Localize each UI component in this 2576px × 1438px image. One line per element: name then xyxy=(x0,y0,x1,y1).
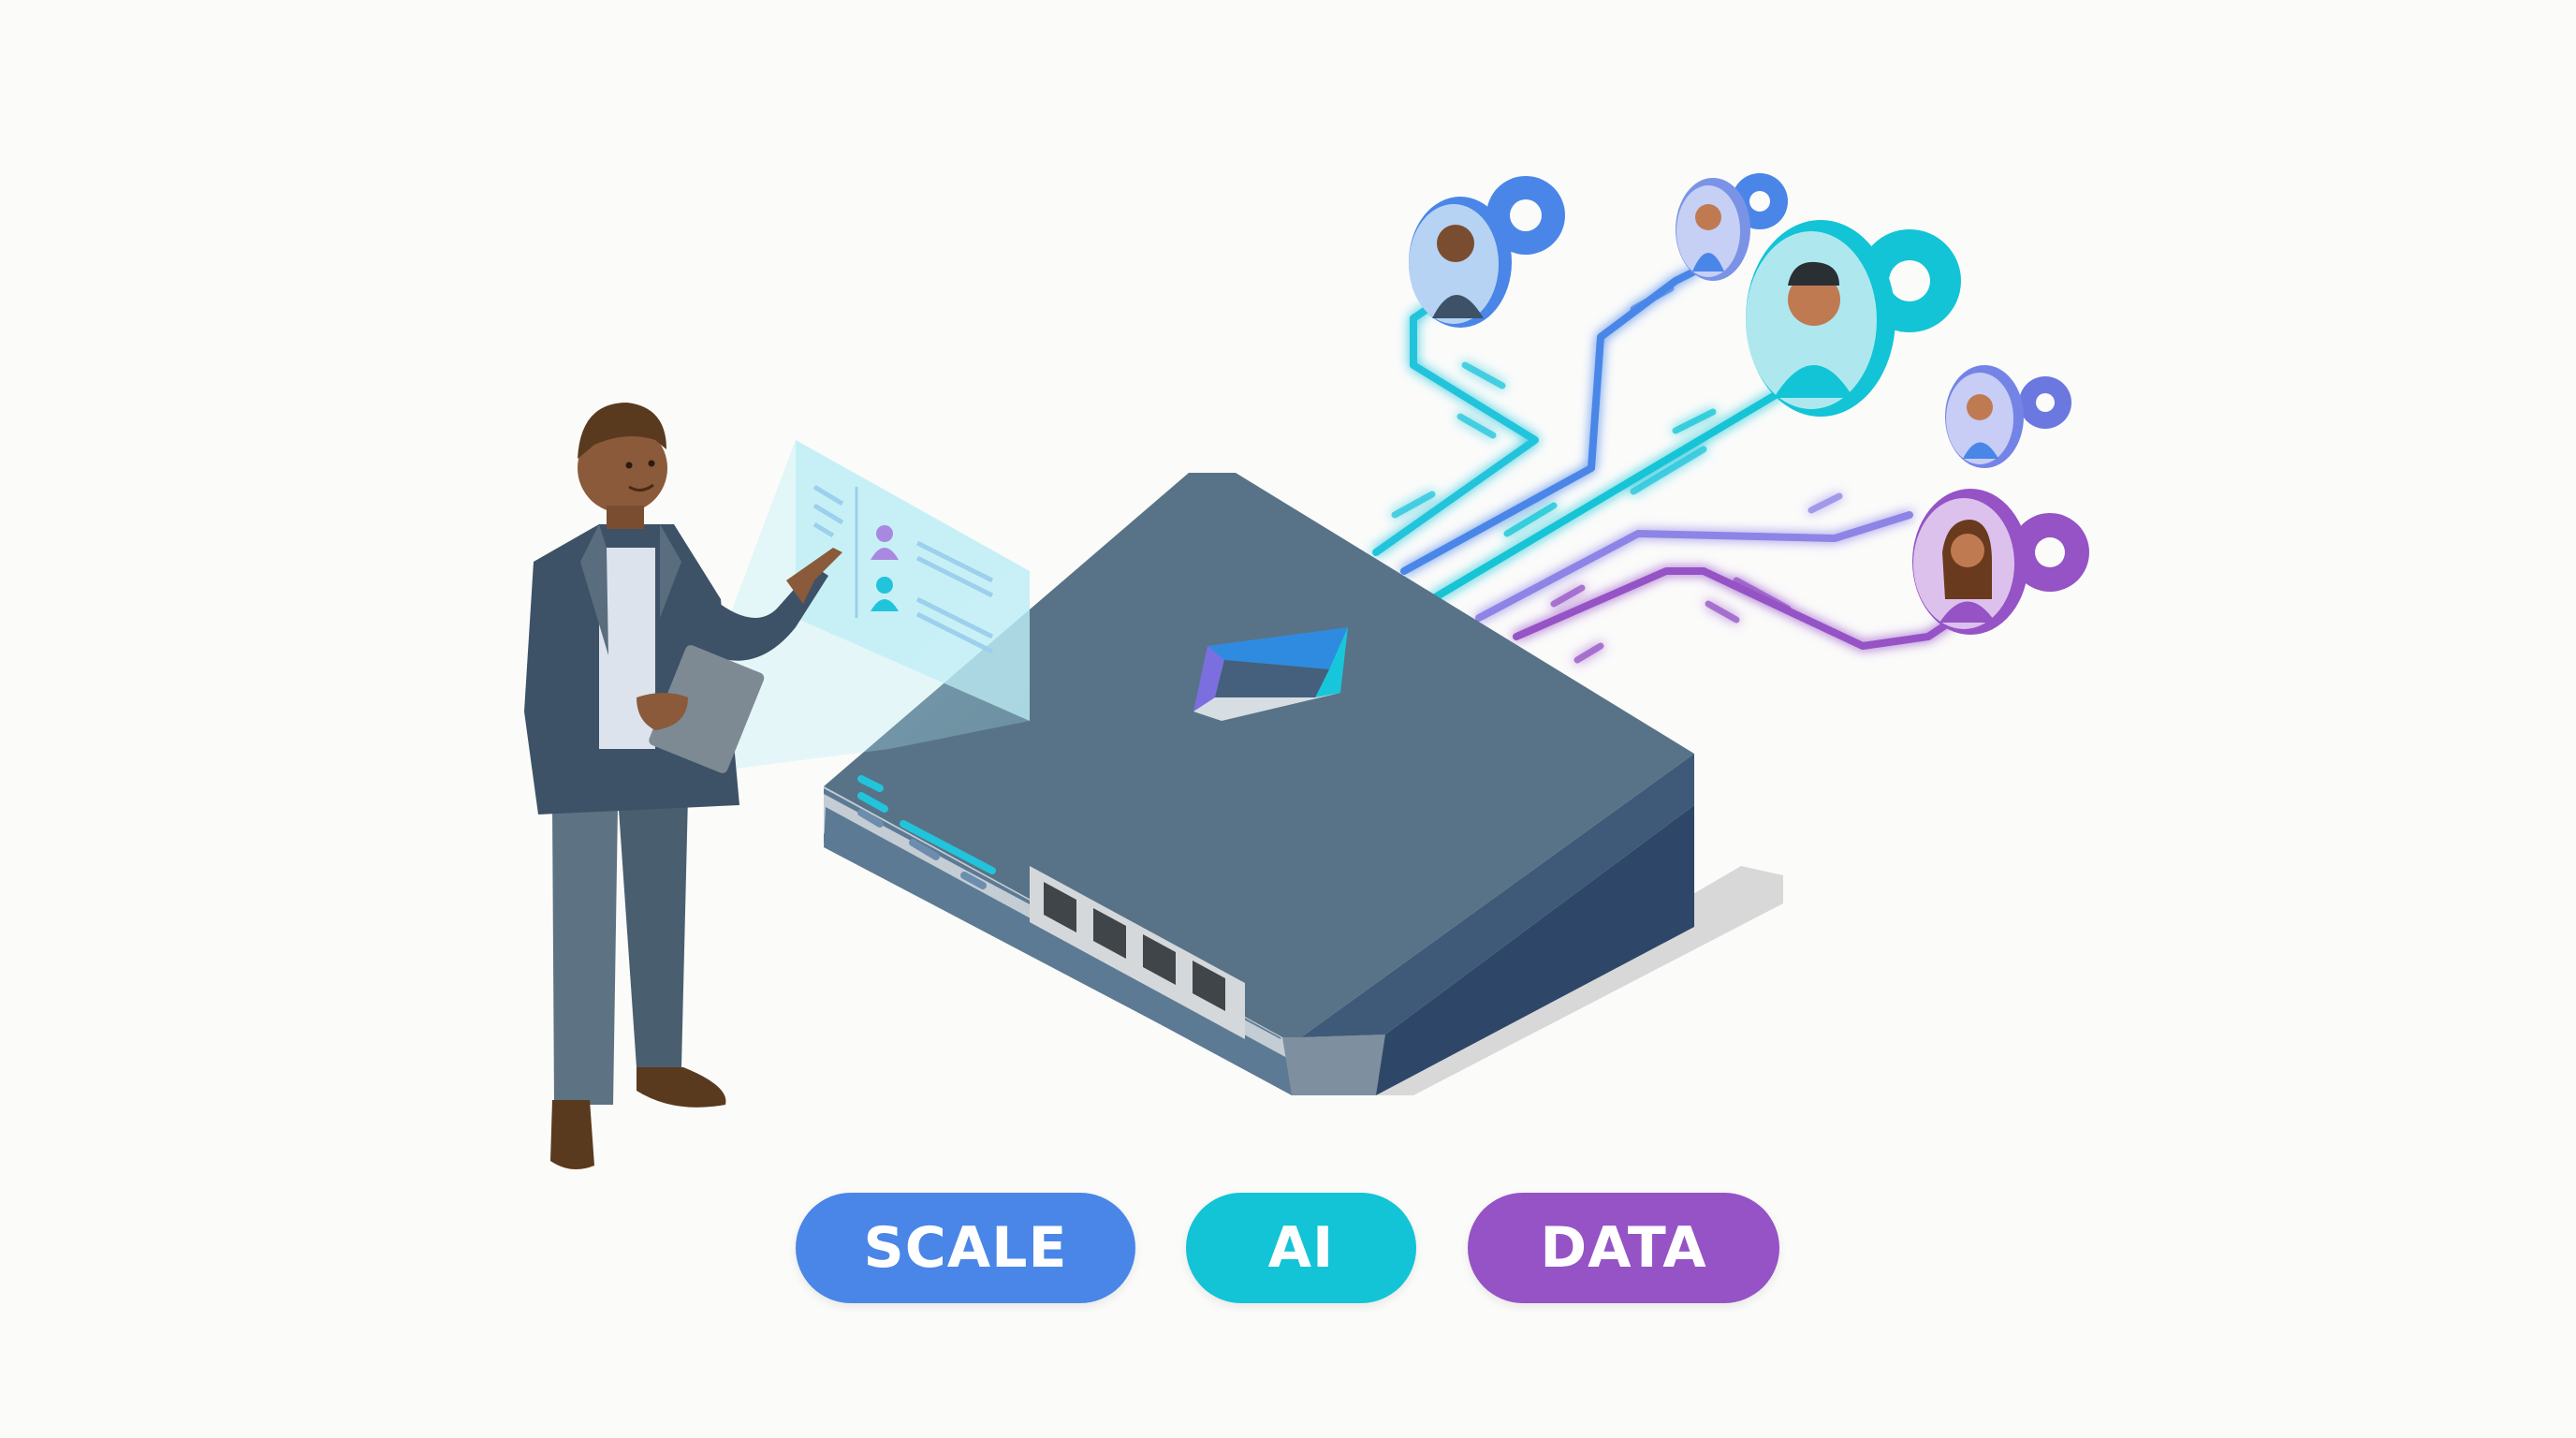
person-hand-pointing xyxy=(786,548,842,604)
tag-scale[interactable]: SCALE xyxy=(796,1193,1135,1303)
connection-line-4 xyxy=(1475,511,1913,622)
person-tablet xyxy=(649,645,765,773)
tag-ai[interactable]: AI xyxy=(1186,1193,1416,1303)
connection-line-2 xyxy=(1400,268,1698,575)
device-corner xyxy=(1282,1034,1385,1095)
ethernet-port-4[interactable] xyxy=(1193,961,1225,1011)
user-icon-body xyxy=(871,599,899,611)
avatar-man-large[interactable] xyxy=(1746,220,1961,417)
user-icon-body xyxy=(871,548,899,560)
diamond-logo xyxy=(1193,627,1348,721)
person-figure xyxy=(524,403,842,1169)
status-led xyxy=(857,775,884,792)
status-led xyxy=(857,792,888,813)
status-led xyxy=(857,809,884,828)
person-shoe-right xyxy=(637,1067,726,1108)
tag-data[interactable]: DATA xyxy=(1468,1193,1779,1303)
port-panel xyxy=(1030,866,1245,1039)
status-led xyxy=(900,820,996,874)
person-eye xyxy=(648,460,655,467)
user-icon xyxy=(876,525,893,542)
device-side-bevel xyxy=(1301,754,1694,1037)
person-lapel-right xyxy=(660,524,681,618)
ethernet-ports xyxy=(1030,866,1245,1039)
ethernet-port-1[interactable] xyxy=(1044,882,1076,932)
connection-lines xyxy=(1372,268,1988,664)
status-led xyxy=(960,872,987,889)
connection-line-5 xyxy=(1513,567,1988,650)
hologram-user-row-1 xyxy=(871,525,994,598)
connection-line-1 xyxy=(1372,296,1539,556)
avatar-woman-short-hair[interactable] xyxy=(1676,173,1788,281)
ethernet-port-3[interactable] xyxy=(1143,934,1176,985)
person-smile xyxy=(628,483,654,492)
hologram-user-row-2 xyxy=(871,577,994,654)
person-leg-right xyxy=(618,796,688,1067)
hologram-panel xyxy=(669,440,1030,777)
avatar-man-small[interactable] xyxy=(1945,365,2071,468)
person-shoe-left xyxy=(550,1100,594,1169)
status-led xyxy=(909,839,940,860)
user-avatars xyxy=(1409,173,2089,635)
person-lapel-left xyxy=(580,524,608,655)
person-hand-tablet xyxy=(637,693,688,730)
network-device xyxy=(824,473,1694,1095)
person-eye xyxy=(625,462,633,469)
person-hair xyxy=(578,403,666,459)
person-neck xyxy=(607,506,644,529)
user-icon xyxy=(876,577,893,594)
avatar-woman-long-hair[interactable] xyxy=(1912,489,2089,635)
person-leg-left xyxy=(552,805,618,1105)
ethernet-port-2[interactable] xyxy=(1093,908,1126,959)
avatar-man-beard[interactable] xyxy=(1409,176,1565,328)
